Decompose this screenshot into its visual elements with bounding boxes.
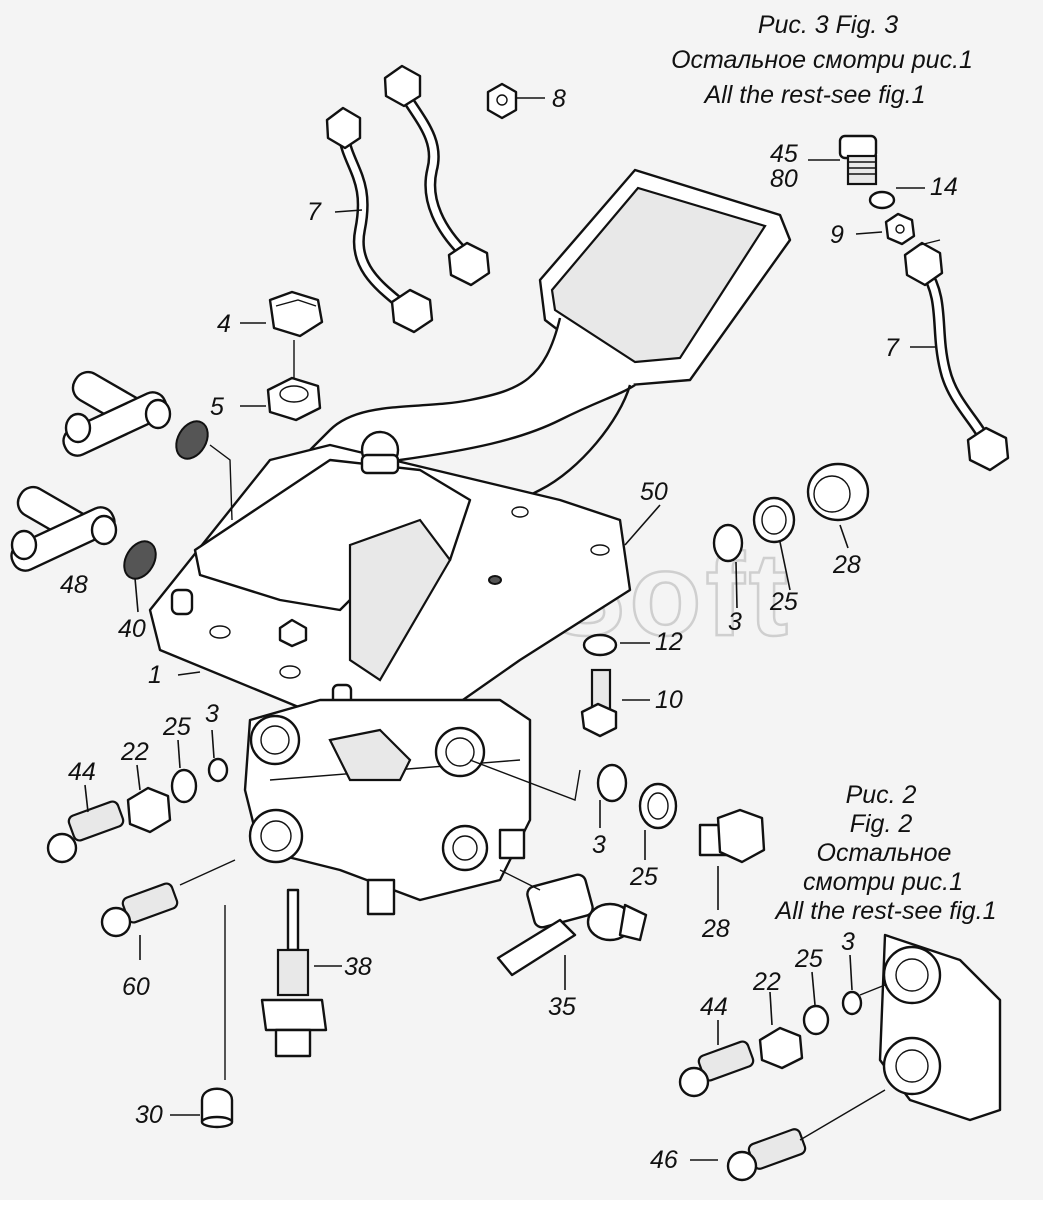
cap-30 [200,1087,234,1129]
fitting-60 [100,882,179,938]
sensor-38 [260,888,328,1058]
fitting-44-left [46,800,125,864]
callout-45: 45 [770,140,798,168]
callout-44-fig2: 44 [700,993,728,1021]
callout-4: 4 [217,310,231,338]
washer-12 [582,633,618,657]
callout-46: 46 [650,1146,678,1174]
callout-40: 40 [118,615,146,643]
caption-fig2-line4: смотри рис.1 [803,868,963,896]
callout-8: 8 [552,85,566,113]
nut-9 [884,212,916,246]
washer-3-left [207,757,229,783]
ring-14 [868,190,896,210]
assembly-lines [179,239,941,1141]
callout-22-left: 22 [120,738,149,766]
callout-60: 60 [122,973,150,1001]
callout-3-fig2: 3 [841,928,855,956]
callout-25-fig2: 25 [794,945,823,973]
washer-25-lower [638,782,678,830]
caption-fig2-line1: Рис. 2 [846,781,917,809]
leader-lines [84,97,935,1161]
washer-25-upper [752,496,796,544]
fitting-44-fig2 [678,1040,755,1098]
plug-28-upper [806,462,870,522]
washer-3-upper [712,523,744,563]
tee-fitting-upper [62,370,172,457]
callout-9: 9 [830,221,844,249]
pedal-base-cover [148,430,632,732]
washer-25-lower-hole [647,792,669,820]
callout-5: 5 [210,393,224,421]
callout-7-right: 7 [885,334,900,362]
pipe-7-left [325,106,434,334]
cap-4 [268,290,324,338]
brake-valve-body [243,698,532,916]
callout-44-left: 44 [68,758,96,786]
callout-25-upper: 25 [769,588,798,616]
callout-38: 38 [344,953,372,981]
callout-14: 14 [930,173,958,201]
callout-12: 12 [655,628,683,656]
callout-48: 48 [60,571,88,599]
fig2-valve-fragment [878,933,1002,1122]
caption-fig3-line2: Остальное смотри рис.1 [671,46,973,74]
callout-3-left: 3 [205,700,219,728]
nut-5 [266,376,322,422]
callout-10: 10 [655,686,683,714]
callouts: 8 7 4 5 45 80 14 9 7 50 28 3 25 12 10 48… [60,85,958,1174]
washer-25-left [170,768,198,804]
caption-fig2-line3: Остальное [817,839,952,867]
callout-25-lower: 25 [629,863,658,891]
caption-fig3-line1: Рис. 3 Fig. 3 [758,11,898,39]
caption-fig2: Рис. 2 Fig. 2 Остальное смотри рис.1 All… [774,781,997,925]
fitting-45-80 [838,134,878,186]
filter-40-upper [175,420,209,460]
bolt-10 [580,668,618,738]
tee-fitting-48 [10,485,118,572]
callout-3-upper: 3 [728,608,742,636]
callout-3-lower: 3 [592,831,606,859]
callout-25-left: 25 [162,713,191,741]
washer-25-upper-hole [761,505,787,535]
callout-28-lower: 28 [701,915,730,943]
callout-35: 35 [548,993,576,1021]
drain-valve-35 [496,873,648,977]
pipe-7-right [903,241,1010,472]
washer-25-fig2 [802,1004,830,1036]
nut-22-left [126,786,172,834]
caption-fig3-line3: All the rest-see fig.1 [703,81,926,109]
callout-28-upper: 28 [832,551,861,579]
callout-50: 50 [640,478,668,506]
caption-fig2-line2: Fig. 2 [850,810,913,838]
pipe-7-middle [383,64,491,287]
caption-fig2-line5: All the rest-see fig.1 [774,897,997,925]
caption-fig3: Рис. 3 Fig. 3 Остальное смотри рис.1 All… [671,11,973,109]
callout-22-fig2: 22 [752,968,781,996]
filter-40 [123,540,157,580]
plug-28-lower [698,808,766,864]
nut-22-fig2 [758,1026,804,1070]
nut-8 [486,82,518,120]
washer-3-fig2 [841,990,863,1016]
callout-1: 1 [148,661,162,689]
washer-3-lower [596,763,628,803]
callout-80: 80 [770,165,798,193]
callout-30: 30 [135,1101,163,1129]
callout-7-left: 7 [307,198,322,226]
fitting-46-fig2 [726,1128,807,1182]
